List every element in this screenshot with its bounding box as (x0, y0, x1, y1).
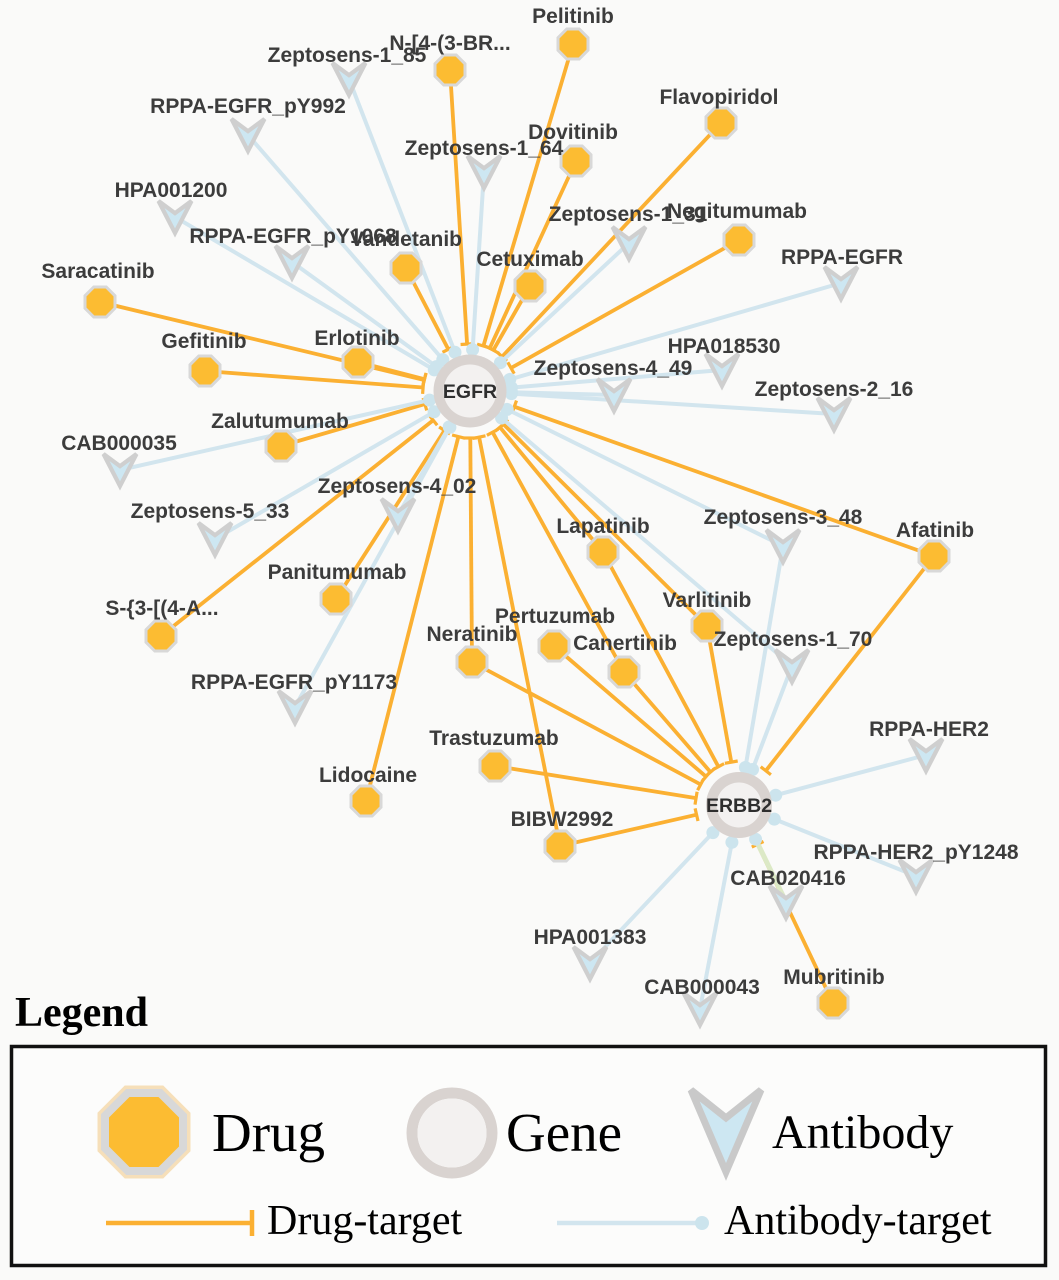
svg-text:CAB000043: CAB000043 (644, 976, 760, 999)
svg-text:Dovitinib: Dovitinib (528, 121, 618, 144)
svg-text:BIBW2992: BIBW2992 (511, 808, 614, 831)
svg-text:CAB020416: CAB020416 (730, 867, 846, 890)
svg-text:Zeptosens-1_70: Zeptosens-1_70 (714, 628, 873, 651)
svg-text:Gefitinib: Gefitinib (161, 330, 246, 353)
svg-text:N-[4-(3-BR...: N-[4-(3-BR... (389, 32, 510, 55)
svg-text:HPA018530: HPA018530 (668, 335, 781, 358)
svg-text:Zeptosens-1_64: Zeptosens-1_64 (405, 137, 564, 160)
svg-text:Antibody: Antibody (772, 1106, 953, 1159)
svg-text:Lapatinib: Lapatinib (556, 515, 649, 538)
svg-text:Afatinib: Afatinib (896, 519, 974, 542)
svg-text:Vandetanib: Vandetanib (350, 228, 462, 251)
svg-text:RPPA-EGFR_pY992: RPPA-EGFR_pY992 (150, 95, 346, 118)
svg-text:Zeptosens-5_33: Zeptosens-5_33 (131, 500, 290, 523)
svg-text:Drug: Drug (212, 1102, 325, 1163)
svg-text:HPA001200: HPA001200 (115, 179, 228, 202)
svg-text:Lidocaine: Lidocaine (319, 764, 417, 787)
svg-text:Zeptosens-4_02: Zeptosens-4_02 (318, 475, 477, 498)
svg-text:Drug-target: Drug-target (267, 1198, 462, 1244)
svg-text:RPPA-HER2_pY1248: RPPA-HER2_pY1248 (813, 841, 1018, 864)
svg-text:Legend: Legend (15, 990, 148, 1036)
svg-text:RPPA-EGFR_pY1173: RPPA-EGFR_pY1173 (191, 671, 397, 694)
svg-text:Zeptosens-2_16: Zeptosens-2_16 (755, 378, 914, 401)
svg-text:Erlotinib: Erlotinib (314, 327, 399, 350)
svg-text:EGFR: EGFR (443, 381, 497, 403)
svg-text:RPPA-EGFR: RPPA-EGFR (781, 246, 903, 269)
svg-text:Flavopiridol: Flavopiridol (659, 86, 778, 109)
svg-text:Zeptosens-4_49: Zeptosens-4_49 (534, 357, 693, 380)
svg-text:Canertinib: Canertinib (573, 632, 677, 655)
svg-text:Zeptosens-1_31: Zeptosens-1_31 (549, 203, 708, 226)
svg-text:RPPA-EGFR_pY1068: RPPA-EGFR_pY1068 (189, 225, 397, 248)
svg-text:CAB000035: CAB000035 (61, 432, 177, 455)
svg-text:Pertuzumab: Pertuzumab (495, 605, 615, 628)
svg-text:Cetuximab: Cetuximab (476, 248, 583, 271)
svg-text:Panitumumab: Panitumumab (268, 561, 407, 584)
svg-text:Zeptosens-3_48: Zeptosens-3_48 (704, 506, 863, 529)
svg-text:Gene: Gene (506, 1102, 622, 1163)
svg-text:Antibody-target: Antibody-target (724, 1198, 992, 1244)
svg-text:HPA001383: HPA001383 (534, 926, 647, 949)
svg-text:S-{3-[(4-A...: S-{3-[(4-A... (105, 597, 218, 620)
svg-text:Varlitinib: Varlitinib (663, 589, 752, 612)
svg-text:RPPA-HER2: RPPA-HER2 (869, 718, 989, 741)
svg-text:Zalutumumab: Zalutumumab (211, 410, 349, 433)
svg-text:Trastuzumab: Trastuzumab (429, 727, 559, 750)
svg-text:Negitumumab: Negitumumab (667, 200, 807, 223)
svg-text:Pelitinib: Pelitinib (532, 5, 614, 28)
svg-text:ERBB2: ERBB2 (706, 795, 772, 817)
svg-text:Zeptosens-1_85: Zeptosens-1_85 (268, 44, 427, 67)
svg-text:Saracatinib: Saracatinib (41, 260, 154, 283)
svg-text:Neratinib: Neratinib (426, 623, 517, 646)
svg-text:Mubritinib: Mubritinib (783, 966, 884, 989)
